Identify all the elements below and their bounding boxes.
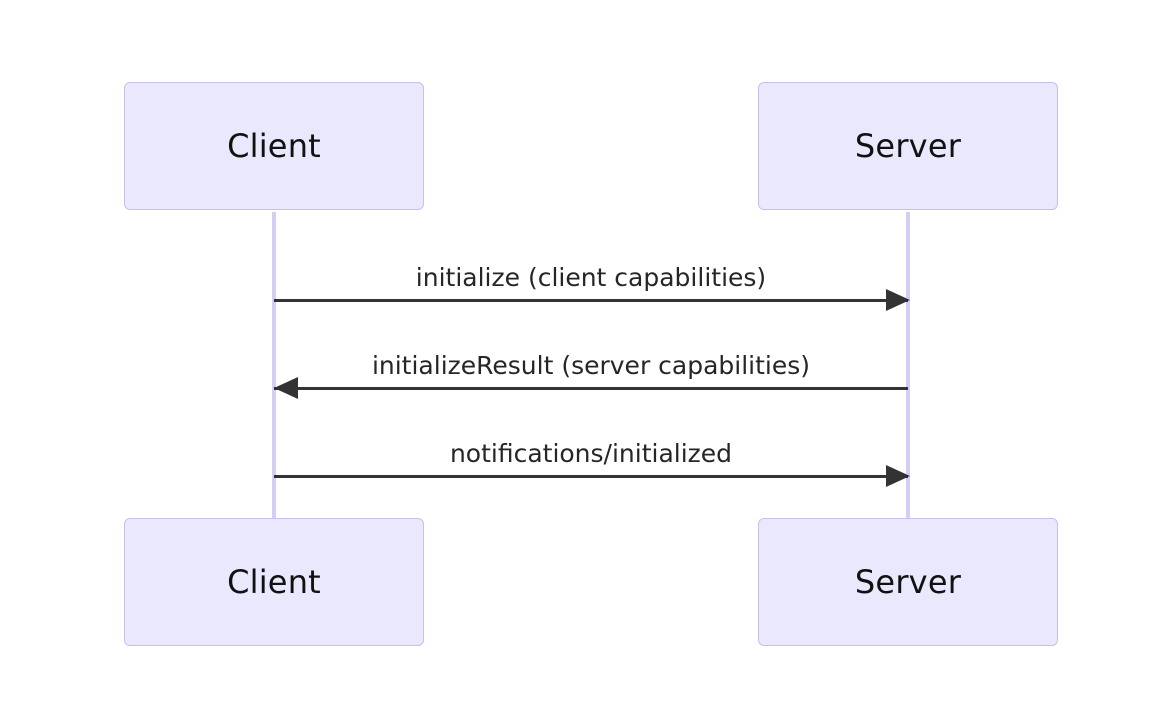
arrow-right-icon <box>886 465 910 487</box>
message-2-label: initializeResult (server capabilities) <box>371 351 811 380</box>
participant-label-server-top: Server <box>854 127 962 165</box>
participant-box-client-bottom[interactable]: Client <box>124 518 424 646</box>
participant-box-server-bottom[interactable]: Server <box>758 518 1058 646</box>
message-1-line <box>274 298 908 302</box>
arrow-right-icon <box>886 289 910 311</box>
participant-box-server-top[interactable]: Server <box>758 82 1058 210</box>
arrow-left-icon <box>274 377 298 399</box>
message-3-label: notifications/initialized <box>449 439 733 468</box>
message-2-line <box>274 386 908 390</box>
participant-box-client-top[interactable]: Client <box>124 82 424 210</box>
message-1-label: initialize (client capabilities) <box>415 263 767 292</box>
lifeline-client <box>272 212 276 518</box>
participant-label-client-top: Client <box>227 127 321 165</box>
participant-label-server-bottom: Server <box>854 563 962 601</box>
message-3-line <box>274 474 908 478</box>
participant-label-client-bottom: Client <box>227 563 321 601</box>
lifeline-server <box>906 212 910 518</box>
